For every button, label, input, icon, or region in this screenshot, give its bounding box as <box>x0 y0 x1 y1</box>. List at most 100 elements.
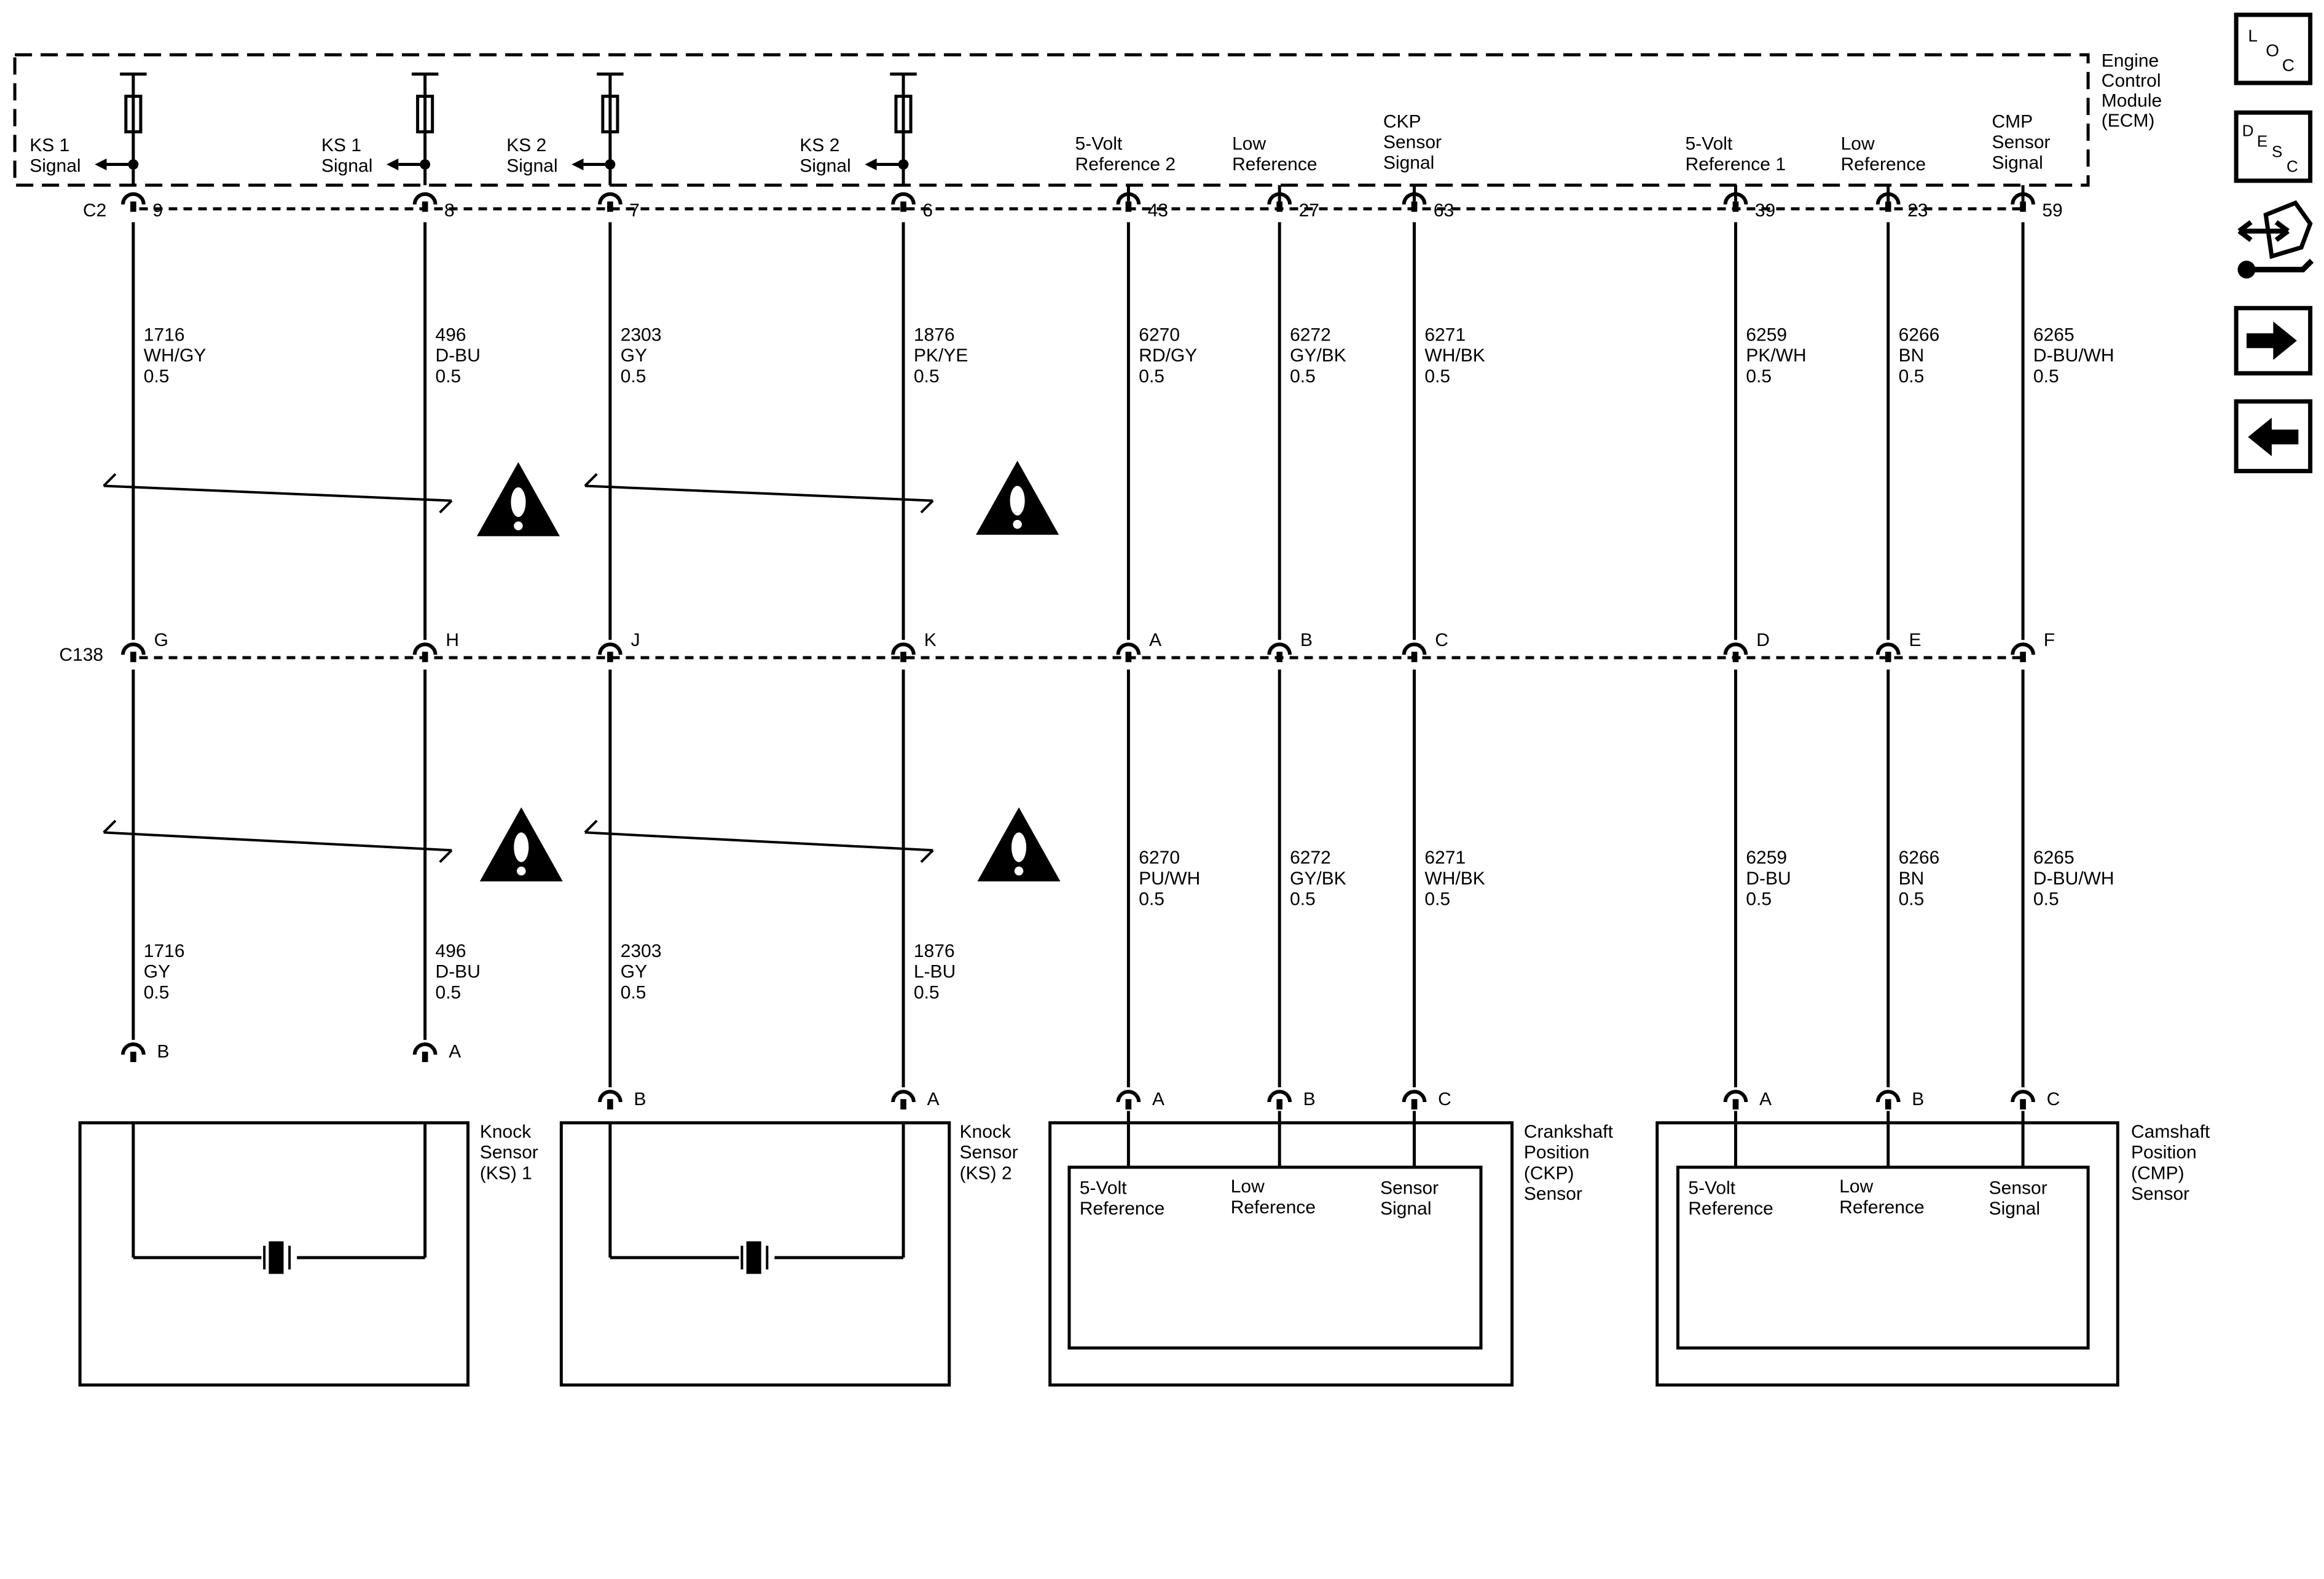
loc-letter: O <box>2266 41 2279 60</box>
c138-pin-cavity-pin <box>2020 652 2026 663</box>
upper-wire-label-line: D-BU/WH <box>2033 345 2114 366</box>
component-pin-letter: A <box>927 1089 940 1109</box>
lower-wire-label-line: WH/BK <box>1424 868 1485 889</box>
component-pin-letter: A <box>1152 1089 1164 1109</box>
component-pin-cavity-pin <box>422 1052 428 1062</box>
c138-pin-cavity-pin <box>900 652 906 663</box>
resistor-icon <box>416 95 434 133</box>
connector-tool-button[interactable] <box>2237 200 2314 279</box>
c2-pin-cavity <box>1723 192 1748 205</box>
component-name-line: (CMP) <box>2131 1163 2185 1183</box>
desc-letter: E <box>2257 132 2267 151</box>
component-name-line: Sensor <box>960 1143 1018 1163</box>
loc-letter: C <box>2282 56 2295 75</box>
ecm-pin-label-line: Signal <box>799 156 850 176</box>
c2-pin-cavity <box>412 192 438 205</box>
sensor-inner-box <box>1676 1165 2090 1350</box>
connector-tool-icon <box>2237 200 2314 279</box>
lower-wire-label-line: 6270 <box>1139 848 1180 868</box>
upper-wire-label-line: 0.5 <box>1424 366 1450 387</box>
lower-wire-label-line: 0.5 <box>1290 889 1316 910</box>
component-pin-letter: A <box>1759 1089 1772 1109</box>
warning-icon <box>977 807 1061 881</box>
lower-wire-label-line: 0.5 <box>1746 889 1772 910</box>
ecm-pin-label-line: Reference <box>1841 154 1926 175</box>
desc-button-frame[interactable] <box>2234 110 2313 183</box>
twisted-pair-marker-tick <box>439 500 453 514</box>
ecm-pin-label-line: Low <box>1841 133 1875 154</box>
twisted-pair-marker-tick <box>584 819 598 833</box>
c2-pin-number: 63 <box>1434 200 1454 221</box>
c138-pin-cavity-pin <box>1276 652 1283 663</box>
c2-pin-cavity-pin <box>900 201 906 212</box>
next-button[interactable] <box>2234 305 2313 376</box>
sensor-terminal-label-line: Sensor <box>1989 1178 2047 1198</box>
c138-pin-cavity-pin <box>1411 652 1418 663</box>
c2-pin-cavity-pin <box>1125 201 1132 212</box>
twisted-pair-marker <box>584 484 933 502</box>
ecm-pin-label-line: CKP <box>1383 111 1421 132</box>
upper-wire-label-line: PK/WH <box>1746 345 1806 366</box>
c138-pin-cavity <box>1267 642 1292 655</box>
c2-pin-number: 27 <box>1299 200 1319 221</box>
upper-wire-label-line: 0.5 <box>1139 366 1164 387</box>
warning-mark <box>511 487 526 518</box>
c2-pin-cavity-pin <box>422 201 428 212</box>
previous-button[interactable] <box>2234 399 2313 473</box>
c138-pin-cavity <box>598 642 622 655</box>
lower-wire-label-line: 6266 <box>1899 848 1940 868</box>
loc-button-frame[interactable] <box>2234 12 2313 85</box>
c138-pin-number: A <box>1149 630 1161 650</box>
upper-wire-label-line: 0.5 <box>914 366 940 387</box>
c2-pin-cavity-pin <box>607 201 613 212</box>
resistor-icon <box>601 95 619 133</box>
upper-wire-label-line: 6270 <box>1139 325 1180 345</box>
c2-pin-cavity <box>1267 192 1292 205</box>
ecm-pin-label-line: 5-Volt <box>1075 133 1123 154</box>
c2-pin-cavity-pin <box>130 201 136 212</box>
component-pin-cavity-pin <box>1885 1099 1891 1110</box>
c138-pin-cavity-pin <box>607 652 613 663</box>
warning-dot <box>1014 866 1024 876</box>
upper-wire-label-line: 0.5 <box>144 366 170 387</box>
resistor-icon <box>894 95 913 133</box>
upper-wire-label-line: WH/GY <box>144 345 206 366</box>
signal-arrow-icon <box>865 158 877 171</box>
c138-pin-cavity <box>1875 642 1901 655</box>
ecm-title-line: Module <box>2102 91 2162 111</box>
lower-wire-label-line: L-BU <box>914 962 956 982</box>
sensor-terminal-label-line: Sensor <box>1380 1178 1439 1198</box>
ecm-pin-label-line: Reference 1 <box>1686 154 1786 175</box>
c2-pin-number: 39 <box>1755 200 1775 221</box>
loc-button[interactable]: LOC <box>2234 12 2313 85</box>
signal-arrow-icon <box>571 158 584 171</box>
upper-wire-label-line: WH/BK <box>1424 345 1485 366</box>
component-pin-letter: C <box>1438 1089 1451 1109</box>
upper-wire-label-line: 0.5 <box>1290 366 1316 387</box>
component-name-line: Knock <box>960 1122 1011 1142</box>
lower-wire-label-line: 0.5 <box>1139 889 1164 910</box>
upper-wire-label-line: 0.5 <box>1746 366 1772 387</box>
upper-wire-label-line: GY/BK <box>1290 345 1346 366</box>
ecm-pin-label-line: KS 2 <box>506 135 546 156</box>
warning-dot <box>514 521 523 530</box>
lower-wire-label-line: D-BU <box>1746 868 1791 889</box>
c2-pin-cavity <box>121 192 146 205</box>
desc-letter: D <box>2242 122 2254 140</box>
lower-wire-label-line: D-BU <box>436 962 481 982</box>
component-name-line: Sensor <box>1524 1184 1582 1204</box>
